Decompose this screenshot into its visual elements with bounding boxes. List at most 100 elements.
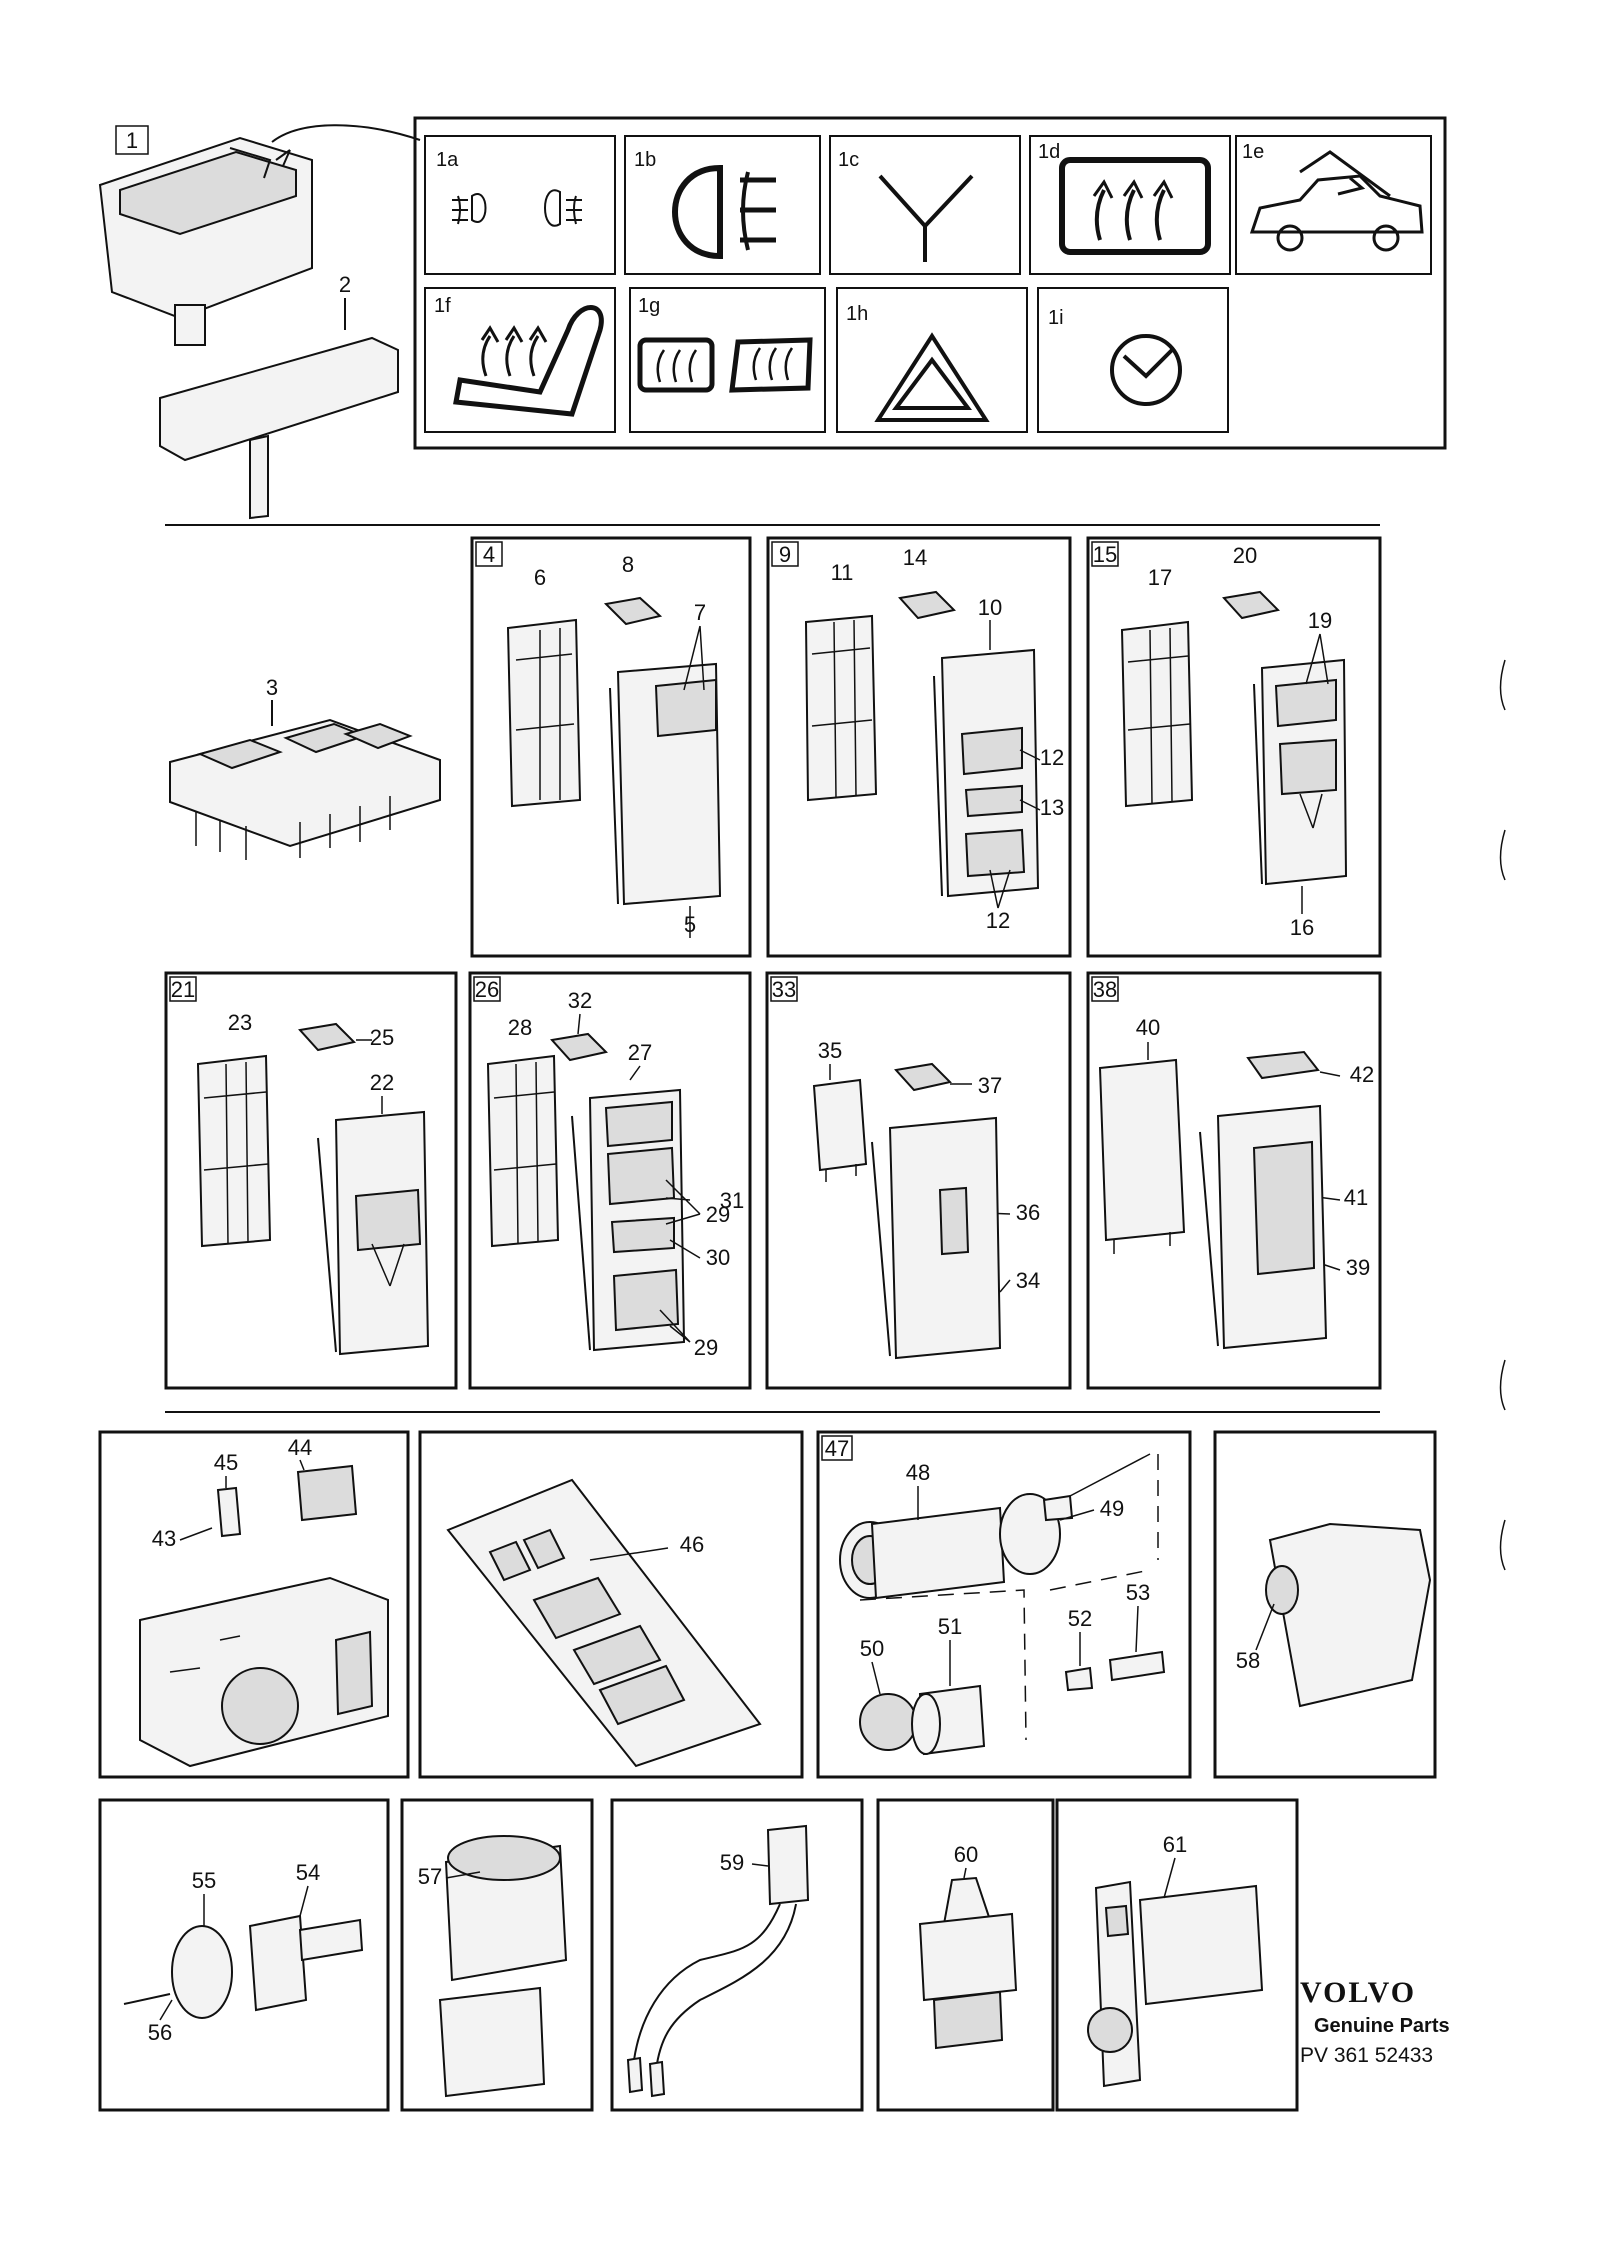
symbol-label-1i: 1i (1048, 307, 1064, 329)
panel-label-26: 26 (475, 977, 499, 1002)
callout-28: 28 (508, 1015, 532, 1040)
symbol-label-1d: 1d (1038, 141, 1060, 163)
panel-label-47: 47 (825, 1436, 849, 1461)
antenna-icon (878, 174, 974, 262)
volvo-logo: VOLVO (1300, 1976, 1416, 2009)
callout-44: 44 (288, 1435, 312, 1460)
callout-53: 53 (1126, 1580, 1150, 1605)
callout-56: 56 (148, 2020, 172, 2045)
rear-fog-icon (672, 164, 776, 260)
symbol-label-1a: 1a (436, 149, 459, 171)
panel-61: 61 (1055, 1798, 1299, 2112)
callout-46: 46 (680, 1532, 704, 1557)
callout-40: 40 (1136, 1015, 1160, 1040)
panel-label-15: 15 (1093, 542, 1117, 567)
callout-1: 1 (126, 128, 138, 153)
callout-2: 2 (339, 272, 351, 297)
panel-15: 15 17 20 19 18 16 (1086, 536, 1382, 958)
callout-61: 61 (1163, 1832, 1187, 1857)
panel-label-9: 9 (779, 542, 791, 567)
callout-29b: 29 (694, 1335, 718, 1360)
panel-control-46: 46 (418, 1430, 804, 1779)
symbol-label-1e: 1e (1242, 141, 1264, 163)
convertible-roof-icon (1249, 150, 1424, 252)
callout-34: 34 (1016, 1268, 1040, 1293)
panel-57: 57 (400, 1798, 594, 2112)
callout-60: 60 (954, 1842, 978, 1867)
callout-22: 22 (370, 1070, 394, 1095)
callout-3: 3 (266, 675, 278, 700)
callout-13: 13 (1040, 795, 1064, 820)
callout-17: 17 (1148, 565, 1172, 590)
callout-41: 41 (1344, 1185, 1368, 1210)
panel-knob-58: 58 (1213, 1430, 1437, 1779)
symbol-label-1b: 1b (634, 149, 656, 171)
hazard-triangle-icon (874, 332, 990, 422)
callout-19: 19 (1308, 608, 1332, 633)
panel-label-4: 4 (483, 542, 495, 567)
callout-45: 45 (214, 1450, 238, 1475)
callout-10: 10 (978, 595, 1002, 620)
callout-48: 48 (906, 1460, 930, 1485)
callout-54: 54 (296, 1860, 320, 1885)
callout-32: 32 (568, 988, 592, 1013)
panel-38: 38 40 42 41 39 (1086, 971, 1382, 1390)
symbol-label-1h: 1h (846, 303, 868, 325)
diagram-code: PV 361 52433 (1300, 2044, 1433, 2067)
panel-47: 47 48 49 50 51 52 53 (816, 1430, 1192, 1779)
symbol-label-1c: 1c (838, 149, 859, 171)
callout-27: 27 (628, 1040, 652, 1065)
callout-30: 30 (706, 1245, 730, 1270)
fog-light-icon (452, 189, 582, 227)
symbol-grid: 1a 1b 1c 1d 1e 1f 1g 1h 1i (413, 116, 1447, 450)
margin-marks (1499, 659, 1506, 1571)
panel-headlight-switch: 45 44 43 (98, 1430, 410, 1779)
callout-29a: 29 (706, 1202, 730, 1227)
panel-60: 60 (876, 1798, 1055, 2112)
callout-23: 23 (228, 1010, 252, 1035)
callout-11: 11 (831, 560, 854, 585)
callout-12b: 12 (986, 908, 1010, 933)
panel-26: 26 28 32 27 31 29 30 29 (468, 971, 752, 1390)
callout-36: 36 (1016, 1200, 1040, 1225)
callout-8: 8 (622, 552, 634, 577)
switch-assembly-1: 1 (98, 124, 421, 346)
callout-20: 20 (1233, 543, 1257, 568)
callout-42: 42 (1350, 1062, 1374, 1087)
callout-31: 31 (720, 1188, 744, 1213)
panel-label-33: 33 (772, 977, 796, 1002)
callout-7: 7 (694, 600, 706, 625)
switch-cover-2: 2 (159, 272, 399, 520)
callout-39: 39 (1346, 1255, 1370, 1280)
symbol-label-1f: 1f (434, 295, 451, 317)
panel-4: 4 6 8 7 5 (470, 536, 752, 958)
callout-50: 50 (860, 1636, 884, 1661)
callout-59: 59 (720, 1850, 744, 1875)
callout-43: 43 (152, 1526, 176, 1551)
panel-33: 33 35 37 36 34 (765, 971, 1072, 1390)
callout-35: 35 (818, 1038, 842, 1063)
seat-heater-icon (453, 305, 604, 417)
callout-25: 25 (370, 1025, 394, 1050)
window-switch-3: 3 (169, 675, 441, 860)
callout-6: 6 (534, 565, 546, 590)
callout-57: 57 (418, 1864, 442, 1889)
panel-54-56: 55 54 56 (98, 1798, 390, 2112)
panel-label-21: 21 (171, 977, 195, 1002)
callout-12a: 12 (1040, 745, 1064, 770)
callout-52: 52 (1068, 1606, 1092, 1631)
window-defrost-icon (637, 337, 813, 393)
rear-defrost-icon (1059, 157, 1211, 255)
genuine-parts-label: Genuine Parts (1314, 2015, 1450, 2037)
panel-59: 59 (610, 1798, 864, 2112)
callout-16: 16 (1290, 915, 1314, 940)
symbol-label-1g: 1g (638, 295, 660, 317)
panel-label-38: 38 (1093, 977, 1117, 1002)
callout-49: 49 (1100, 1496, 1124, 1521)
branding: VOLVO Genuine Parts PV 361 52433 (1300, 1976, 1450, 2067)
callout-51: 51 (938, 1614, 962, 1639)
callout-14: 14 (903, 545, 927, 570)
panel-9: 9 11 14 10 12 13 12 (766, 536, 1072, 958)
clock-icon (1110, 334, 1182, 406)
